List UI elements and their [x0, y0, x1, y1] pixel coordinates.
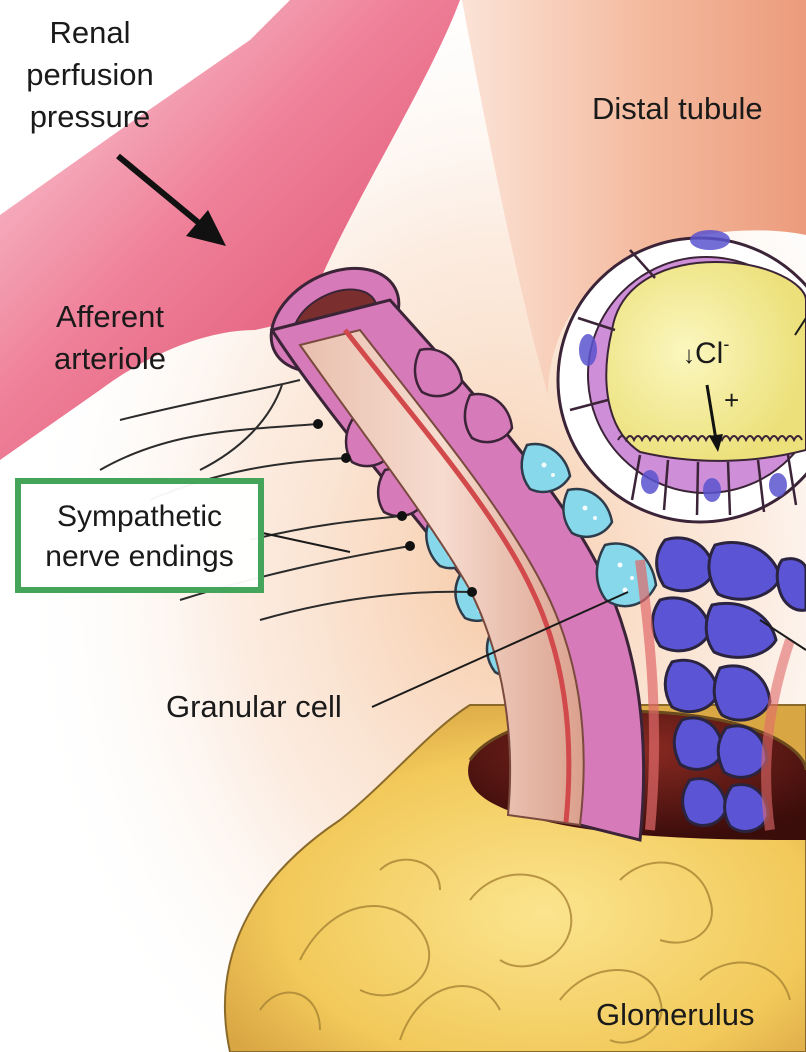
- pressure-arrow: [116, 153, 226, 246]
- label-line: pressure: [29, 99, 151, 134]
- label-line: Distal tubule: [592, 91, 763, 126]
- distal-tubule-shape: [462, 0, 806, 395]
- plus-sign: +: [724, 385, 740, 415]
- macula-leader-line: [759, 619, 806, 651]
- afferent-arteriole-label: Afferent arteriole: [30, 296, 190, 380]
- mesangial-cells: [651, 536, 806, 833]
- renal-perfusion-pressure-label: Renal perfusion pressure: [10, 12, 170, 138]
- chloride-arrow: [705, 384, 723, 452]
- endothelium-line: [343, 328, 572, 823]
- chloride-charge: -: [723, 334, 730, 354]
- chloride-label: ↓Cl-: [683, 334, 730, 373]
- label-line: perfusion: [26, 57, 154, 92]
- label-line: Renal: [49, 15, 131, 50]
- label-line: Sympathetic: [56, 500, 223, 533]
- plus-label: +: [724, 385, 739, 417]
- label-line: Afferent: [55, 299, 164, 334]
- tubule-nuclei: [579, 230, 787, 502]
- label-line: Granular cell: [166, 689, 342, 724]
- distal-tubule-label: Distal tubule: [592, 90, 763, 128]
- granular-cell-leader-line: [371, 591, 629, 708]
- glomerulus-label: Glomerulus: [596, 996, 755, 1034]
- granular-cell-label: Granular cell: [166, 688, 342, 726]
- arteriole-lumen: [298, 328, 585, 827]
- label-line: arteriole: [54, 341, 166, 376]
- tubule-leader-line: [794, 317, 806, 336]
- capillary-loops: [259, 858, 791, 1044]
- sympathetic-nerve-endings-label: Sympathetic nerve endings: [15, 497, 264, 577]
- sympathetic-highlight-box: [15, 478, 264, 593]
- tubule-cell-borders: [569, 249, 798, 516]
- chloride-symbol: Cl: [695, 337, 724, 370]
- efferent-strip-right: [761, 638, 795, 831]
- chloride-down-arrow: ↓: [683, 342, 695, 369]
- efferent-strip: [635, 559, 660, 831]
- label-line: nerve endings: [45, 540, 234, 573]
- sympathetic-leader-line: [257, 531, 351, 553]
- afferent-arteriole-outer: [0, 0, 460, 460]
- nerve-terminals: [313, 419, 477, 597]
- label-line: Glomerulus: [596, 997, 755, 1032]
